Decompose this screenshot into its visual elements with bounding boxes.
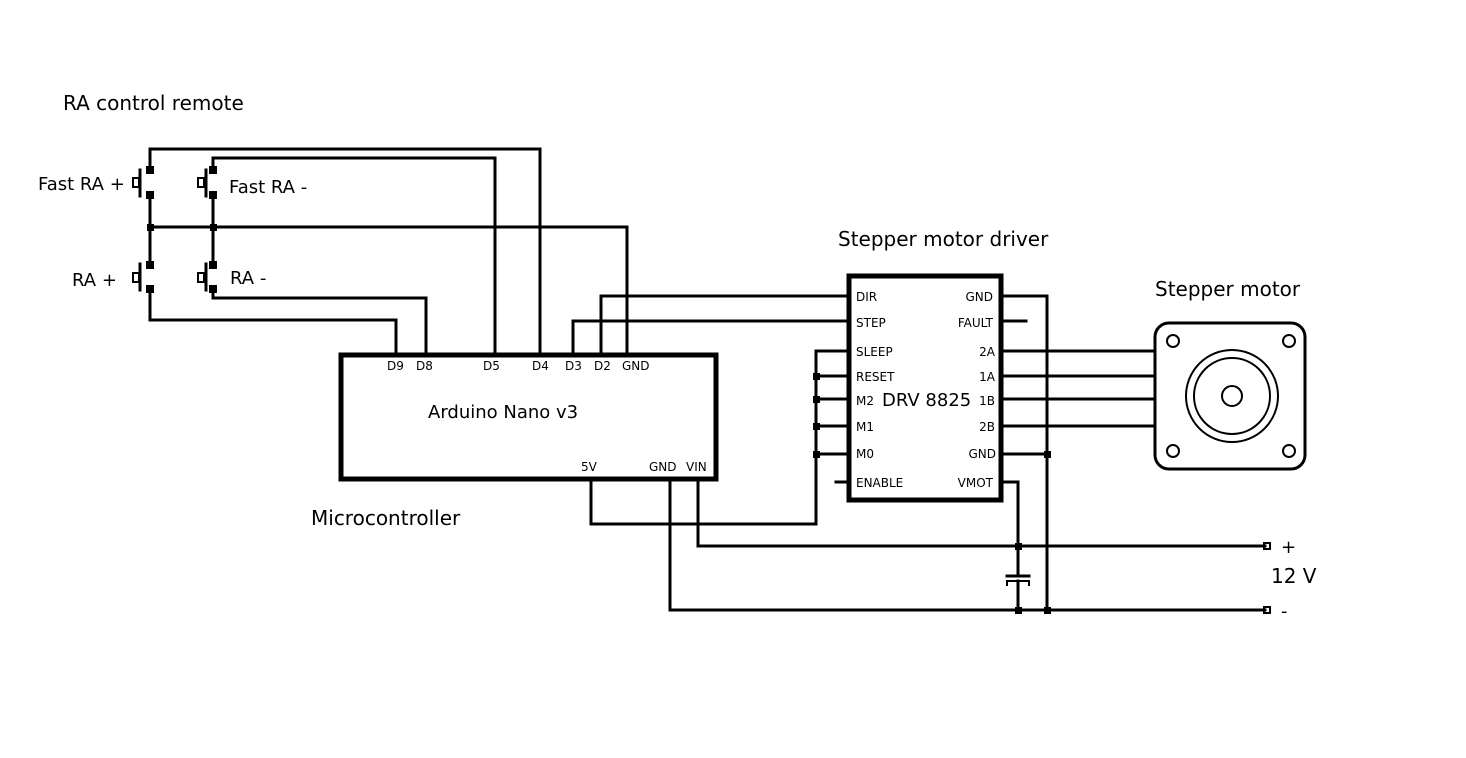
driver-pin-1b: 1B (979, 394, 995, 408)
driver-pin-sleep: SLEEP (856, 345, 893, 359)
stepper-motor (1153, 321, 1307, 471)
power-minus-label: - (1281, 601, 1288, 622)
driver-pin-m0: M0 (856, 447, 874, 461)
ra-minus-label: RA - (230, 268, 266, 289)
arduino-pin-5v: 5V (581, 460, 598, 474)
motor-title: Stepper motor (1155, 277, 1301, 301)
fast-ra-minus-button-symbol (197, 166, 217, 199)
ra-plus-button-symbol (132, 261, 154, 293)
arduino-nano: Arduino Nano v3 D9 D8 D5 D4 D3 D2 GND 5V… (338, 352, 719, 482)
driver-pin-reset: RESET (856, 370, 895, 384)
power-plus-label: + (1281, 537, 1296, 558)
driver-pin-m2: M2 (856, 394, 874, 408)
driver-pin-2a: 2A (979, 345, 996, 359)
driver-name: DRV 8825 (882, 390, 971, 411)
driver-pin-gnd-motor: GND (968, 447, 996, 461)
ra-plus-label: RA + (72, 270, 117, 291)
driver-title: Stepper motor driver (838, 227, 1049, 251)
driver-pin-fault: FAULT (958, 316, 994, 330)
driver-pin-vmot: VMOT (958, 476, 994, 490)
power-rails: + - 12 V (668, 479, 1317, 622)
driver-pin-m1: M1 (856, 420, 874, 434)
arduino-pin-gnd-bottom: GND (649, 460, 677, 474)
arduino-pin-vin: VIN (686, 460, 707, 474)
driver-pin-enable: ENABLE (856, 476, 903, 490)
ra-minus-button-symbol (197, 261, 217, 293)
driver-pin-dir: DIR (856, 290, 877, 304)
arduino-pin-d9: D9 (387, 359, 404, 373)
driver-pin-2b: 2B (979, 420, 995, 434)
arduino-name: Arduino Nano v3 (428, 402, 578, 423)
remote-title: RA control remote (63, 91, 244, 115)
arduino-pin-d4: D4 (532, 359, 549, 373)
microcontroller-title: Microcontroller (311, 506, 461, 530)
driver-pin-step: STEP (856, 316, 886, 330)
arduino-pin-d2: D2 (594, 359, 611, 373)
drv8825-driver: DRV 8825 DIR STEP SLEEP RESET M2 M1 M0 E… (846, 273, 1004, 503)
driver-output-wires (999, 294, 1157, 612)
driver-pin-gnd-logic: GND (965, 290, 993, 304)
arduino-pin-gnd-top: GND (622, 359, 650, 373)
arduino-pin-d8: D8 (416, 359, 433, 373)
arduino-pin-d3: D3 (565, 359, 582, 373)
fast-ra-plus-label: Fast RA + (38, 174, 125, 195)
fast-ra-minus-label: Fast RA - (229, 177, 307, 198)
remote-buttons: Fast RA + Fast RA - RA + RA - (38, 147, 307, 322)
driver-pin-1a: 1A (979, 370, 996, 384)
remote-to-arduino-wires (148, 147, 629, 357)
arduino-to-driver-wires (571, 294, 851, 526)
power-voltage-label: 12 V (1271, 564, 1317, 588)
fast-ra-plus-button-symbol (132, 166, 154, 199)
arduino-pin-d5: D5 (483, 359, 500, 373)
